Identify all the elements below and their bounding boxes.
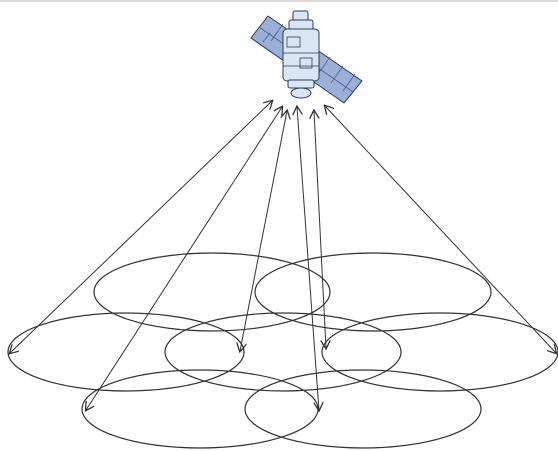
satellite-body — [283, 11, 319, 98]
beam-arrow — [314, 111, 326, 348]
beam-arrow — [325, 106, 556, 353]
beam-arrow — [10, 101, 272, 353]
coverage-cell — [94, 253, 330, 331]
coverage-cell — [165, 313, 401, 391]
coverage-cells — [8, 253, 558, 448]
beam-arrow — [86, 107, 282, 410]
beam-arrows — [10, 101, 556, 410]
satellite-icon — [251, 11, 362, 103]
coverage-cell — [8, 313, 244, 391]
coverage-cell — [82, 370, 318, 448]
beam-arrow — [240, 111, 287, 351]
